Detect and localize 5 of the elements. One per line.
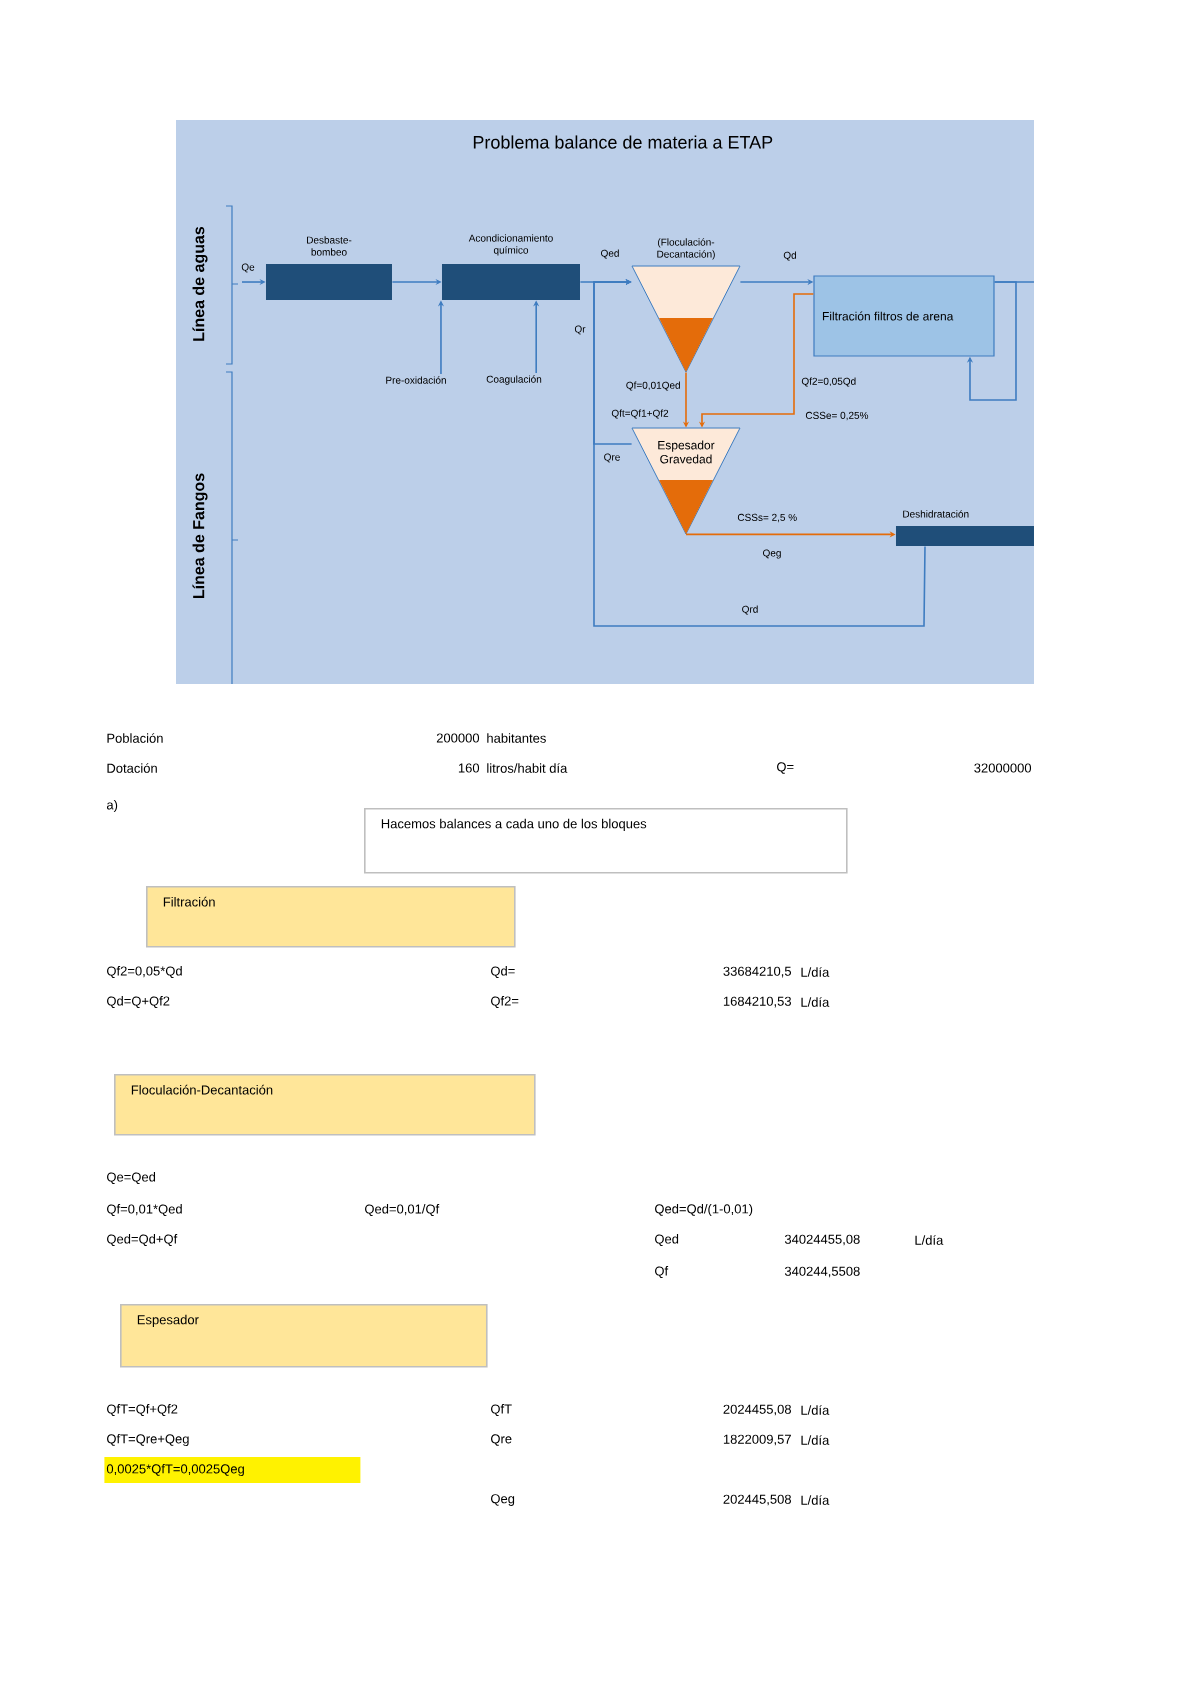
arrow	[966, 281, 1017, 401]
title: Problema balance de materia a ETAP	[473, 135, 773, 149]
section-label: Línea de Fangos	[192, 473, 208, 599]
section-label: Línea de aguas	[192, 226, 208, 341]
arrow	[593, 278, 926, 627]
